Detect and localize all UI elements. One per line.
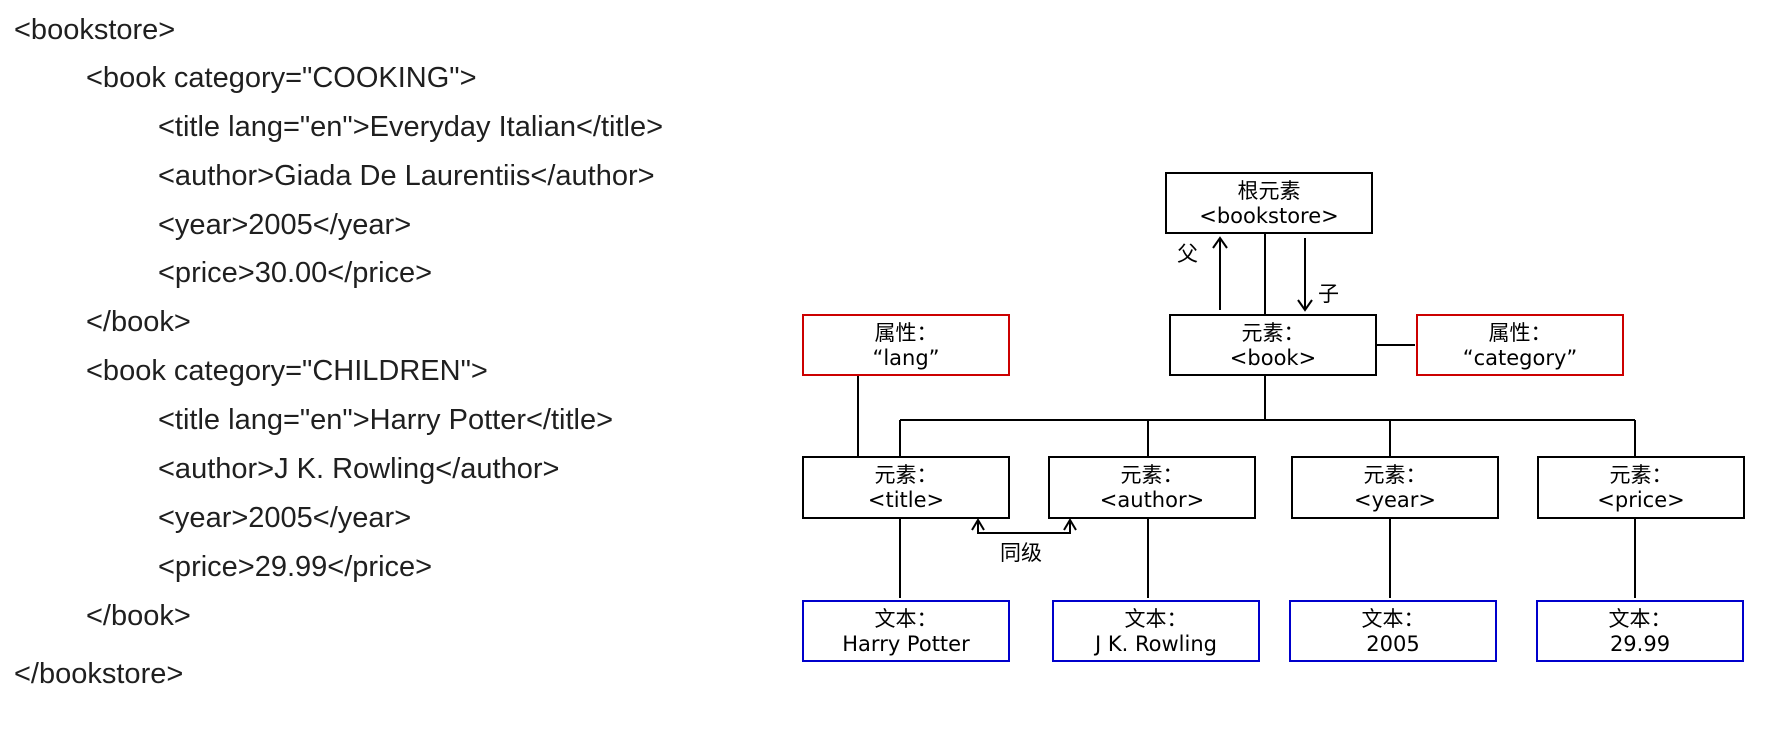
node-label-line1: 文本： — [1609, 607, 1672, 631]
xml-code-listing: <bookstore> <book category="COOKING"> <tit… — [0, 0, 780, 745]
code-line: </bookstore> — [14, 658, 184, 690]
node-text-title: 文本：Harry Potter — [802, 600, 1010, 662]
node-label-line1: 文本： — [1362, 607, 1425, 631]
node-box — [1052, 600, 1260, 662]
node-label-line2: <book> — [1230, 346, 1316, 370]
node-label-line1: 文本： — [1125, 607, 1188, 631]
code-line: <price>29.99</price> — [158, 551, 433, 583]
node-label-line1: 属性： — [1489, 321, 1552, 345]
node-label-line1: 属性： — [875, 321, 938, 345]
node-text-price: 文本：29.99 — [1536, 600, 1744, 662]
node-label-line1: 元素： — [1364, 463, 1427, 487]
node-author: 元素：<author> — [1048, 456, 1256, 519]
tree-connectors — [857, 233, 1636, 598]
child-arrow-head — [1297, 299, 1313, 312]
node-label-line1: 元素： — [1242, 321, 1305, 345]
node-box — [1536, 600, 1744, 662]
node-box — [1537, 456, 1745, 519]
code-line: <year>2005</year> — [158, 209, 412, 241]
node-label-line1: 元素： — [875, 463, 938, 487]
node-label-line2: Harry Potter — [842, 632, 970, 656]
node-box — [1289, 600, 1497, 662]
node-price: 元素：<price> — [1537, 456, 1745, 519]
code-line: <price>30.00</price> — [158, 257, 433, 289]
node-title: 元素：<title> — [802, 456, 1010, 519]
node-label-line2: <author> — [1100, 488, 1204, 512]
node-label-line2: <title> — [868, 488, 944, 512]
code-line: <book category="CHILDREN"> — [86, 355, 488, 387]
node-box — [1169, 314, 1377, 376]
node-book: 元素：<book> — [1169, 314, 1377, 376]
code-line: </book> — [86, 600, 191, 632]
node-label-line2: 29.99 — [1610, 632, 1670, 656]
code-line: <year>2005</year> — [158, 502, 412, 534]
node-box — [1165, 172, 1373, 234]
node-root: 根元素<bookstore> — [1165, 172, 1373, 234]
node-box — [802, 456, 1010, 519]
node-attr-lang: 属性：“lang” — [802, 314, 1010, 376]
node-text-author: 文本：J K. Rowling — [1052, 600, 1260, 662]
code-line: <author>J K. Rowling</author> — [158, 453, 560, 485]
node-label-line2: “category” — [1463, 346, 1578, 370]
code-line: <book category="COOKING"> — [86, 62, 477, 94]
code-line: <bookstore> — [14, 14, 176, 46]
node-label-line2: 2005 — [1366, 632, 1419, 656]
code-line: <title lang="en">Everyday Italian</title… — [158, 111, 664, 143]
node-label-line1: 元素： — [1610, 463, 1673, 487]
node-label-line2: “lang” — [872, 346, 939, 370]
node-attr-category: 属性：“category” — [1416, 314, 1624, 376]
sibling-arrow-head-right — [1063, 518, 1077, 531]
node-label-line2: J K. Rowling — [1093, 632, 1217, 656]
node-label-line2: <price> — [1597, 488, 1684, 512]
label-parent: 父 — [1177, 242, 1198, 266]
node-label-line2: <bookstore> — [1199, 204, 1339, 228]
node-label-line1: 文本： — [875, 607, 938, 631]
node-label-line2: <year> — [1354, 488, 1436, 512]
parent-arrow-head — [1212, 236, 1228, 249]
node-box — [802, 600, 1010, 662]
label-child: 子 — [1318, 282, 1339, 306]
node-label-line1: 根元素 — [1238, 179, 1301, 203]
node-box — [1416, 314, 1624, 376]
label-sibling: 同级 — [1000, 541, 1042, 565]
code-line: </book> — [86, 306, 191, 338]
node-box — [1291, 456, 1499, 519]
code-line: <author>Giada De Laurentiis</author> — [158, 160, 655, 192]
sibling-arrow-line — [977, 522, 1071, 534]
node-year: 元素：<year> — [1291, 456, 1499, 519]
node-text-year: 文本：2005 — [1289, 600, 1497, 662]
code-line: <title lang="en">Harry Potter</title> — [158, 404, 614, 436]
node-box — [1048, 456, 1256, 519]
node-label-line1: 元素： — [1121, 463, 1184, 487]
node-box — [802, 314, 1010, 376]
sibling-arrow-head-left — [971, 518, 985, 531]
